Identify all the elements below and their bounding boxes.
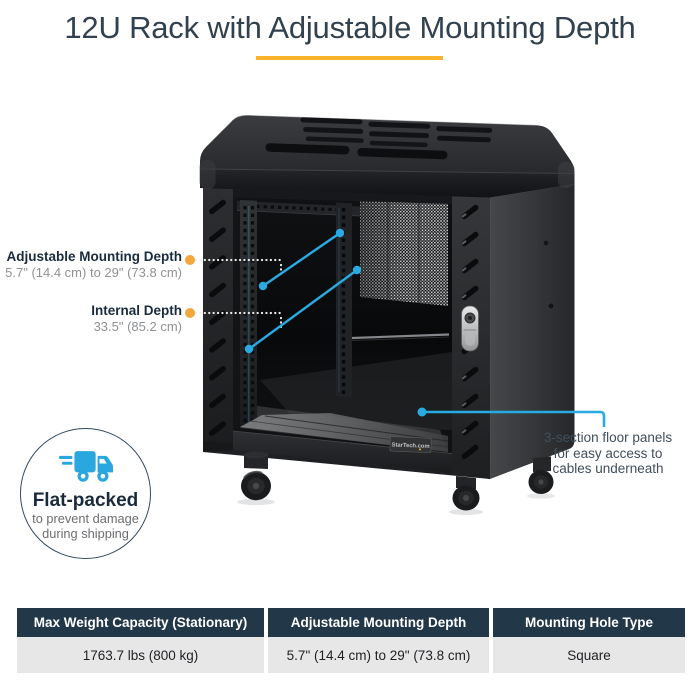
callout-floor-line1: 3-section floor panels: [543, 430, 673, 445]
callout-adjustable-label: Adjustable Mounting Depth: [6, 249, 182, 264]
internal-depth-dotted-line: [194, 311, 283, 329]
startech-logo-label: StarTech.com: [389, 436, 432, 454]
front-frame: StarTech.com: [203, 186, 490, 479]
callout-internal-label: Internal Depth: [91, 303, 182, 318]
floor-shadows: [237, 493, 555, 515]
rear-left-mounting-rail: [336, 202, 352, 398]
spec-value-weight: 1763.7 lbs (800 kg): [17, 637, 264, 673]
callout-internal-depth: Internal Depth 33.5" (85.2 cm): [91, 303, 182, 335]
callout-floor-line3: cables underneath: [552, 461, 664, 476]
adjustable-depth-dot: [185, 255, 195, 265]
lock-handle: [461, 305, 479, 352]
adjustable-depth-measure-line: [258, 228, 345, 291]
callout-adjustable-value: 5.7" (14.4 cm) to 29" (73.8 cm): [5, 265, 182, 280]
spec-value-mounting-depth: 5.7" (14.4 cm) to 29" (73.8 cm): [268, 637, 489, 673]
spec-header-hole-type: Mounting Hole Type: [493, 608, 685, 637]
spec-column-hole-type: Mounting Hole Type Square: [493, 608, 685, 673]
depth-rail-rod: [351, 333, 450, 341]
side-keyhole: [547, 302, 555, 310]
badge-title: Flat-packed: [32, 489, 139, 511]
spec-header-mounting-depth: Adjustable Mounting Depth: [268, 608, 489, 637]
adjustable-depth-dotted-line: [194, 258, 283, 276]
floor-panels-callout-line: [417, 407, 606, 427]
bottom-front-rail: StarTech.com: [232, 430, 453, 473]
callout-floor-panels: 3-section floor panels for easy access t…: [541, 430, 675, 477]
spec-table: Max Weight Capacity (Stationary) 1763.7 …: [17, 608, 685, 673]
caster-front-left: [241, 451, 271, 501]
spec-column-mounting-depth: Adjustable Mounting Depth 5.7" (14.4 cm)…: [268, 608, 489, 673]
rack-top-lid: [199, 114, 575, 198]
delivery-truck-icon: [58, 450, 113, 482]
right-corner-post: [452, 195, 490, 479]
spec-value-hole-type: Square: [493, 637, 685, 673]
callout-adjustable-mounting-depth: Adjustable Mounting Depth 5.7" (14.4 cm)…: [5, 249, 182, 281]
mesh-panel: [360, 190, 448, 306]
internal-depth-dot: [185, 308, 195, 318]
spec-column-weight: Max Weight Capacity (Stationary) 1763.7 …: [17, 608, 264, 673]
top-vents: [265, 117, 493, 160]
internal-depth-measure-line: [244, 265, 362, 354]
left-corner-post: [203, 186, 233, 452]
spec-header-weight: Max Weight Capacity (Stationary): [17, 608, 264, 637]
page-title: 12U Rack with Adjustable Mounting Depth: [64, 10, 636, 45]
flat-packed-badge: Flat-packed to prevent damage during shi…: [20, 428, 151, 559]
callout-floor-line2: for easy access to: [553, 445, 663, 461]
callout-internal-value: 33.5" (85.2 cm): [93, 319, 182, 334]
title-underline-accent: [256, 56, 443, 60]
caster-rear-right: [528, 456, 554, 494]
svg-text:StarTech.com: StarTech.com: [392, 442, 430, 450]
caster-front-right: [452, 476, 480, 511]
badge-subtitle-line1: to prevent damage: [32, 510, 139, 526]
badge-subtitle-line2: during shipping: [42, 525, 129, 541]
side-screw: [543, 240, 549, 246]
